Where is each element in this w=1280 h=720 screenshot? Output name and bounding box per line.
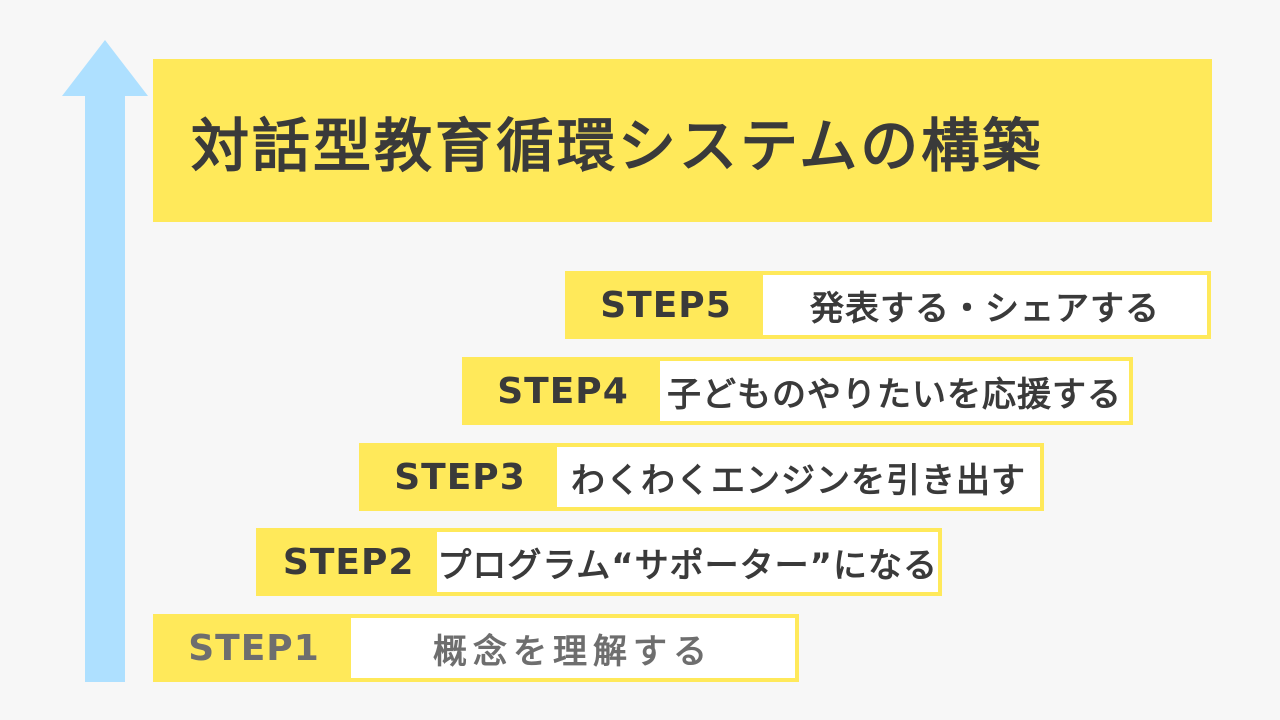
step-2: STEP2 プログラム“サポーター”になる — [256, 528, 942, 596]
step-3-label: STEP3 — [394, 456, 526, 498]
step-4-label: STEP4 — [497, 370, 629, 412]
step-1-text: 概念を理解する — [351, 618, 795, 678]
step-5: STEP5 発表する・シェアする — [565, 271, 1211, 339]
step-1: STEP1 概念を理解する — [153, 614, 799, 682]
step-2-text: プログラム“サポーター”になる — [437, 532, 938, 592]
step-3-text: わくわくエンジンを引き出す — [557, 447, 1040, 507]
page-title: 対話型教育循環システムの構築 — [191, 111, 1044, 180]
step-1-label: STEP1 — [188, 627, 320, 669]
step-4: STEP4 子どものやりたいを応援する — [462, 357, 1133, 425]
step-4-text: 子どものやりたいを応援する — [660, 361, 1129, 421]
step-5-text: 発表する・シェアする — [763, 275, 1207, 335]
title-banner: 対話型教育循環システムの構築 — [153, 59, 1212, 222]
step-5-label: STEP5 — [600, 284, 732, 326]
up-arrow-icon — [62, 40, 148, 682]
step-3: STEP3 わくわくエンジンを引き出す — [359, 443, 1044, 511]
step-2-label: STEP2 — [282, 541, 415, 583]
